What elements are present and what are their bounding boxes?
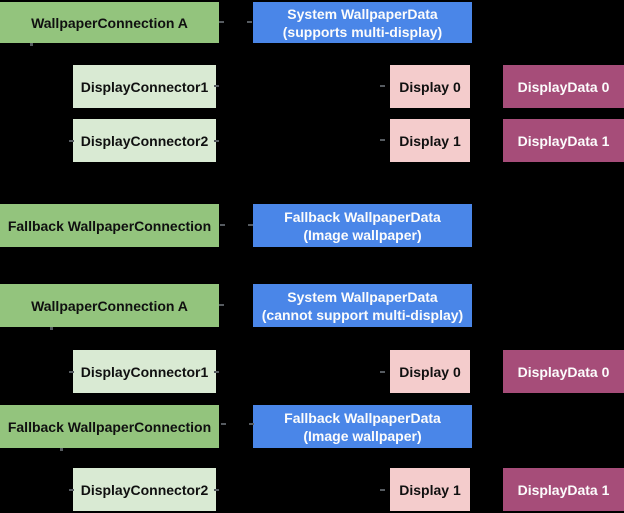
box-label-line2: (cannot support multi-display) [261, 306, 464, 323]
connector-dot [60, 448, 63, 451]
box-label: Display 0 [399, 78, 461, 95]
connector-dash [219, 21, 224, 23]
connector-dash [69, 371, 74, 373]
box-fallback-wallpaperdata-2: Fallback WallpaperData (Image wallpaper) [253, 405, 472, 448]
box-label: WallpaperConnection A [31, 14, 188, 31]
box-label-line2: (Image wallpaper) [303, 427, 422, 444]
connector-dash [214, 140, 219, 142]
box-label: DisplayConnector2 [80, 481, 209, 498]
connector-dash [214, 85, 219, 87]
box-displayconnector1-top: DisplayConnector1 [73, 65, 216, 108]
box-fallback-wallpaperdata-1: Fallback WallpaperData (Image wallpaper) [253, 204, 472, 247]
connector-dash [221, 423, 226, 425]
box-displayconnector1-bottom: DisplayConnector1 [73, 350, 216, 393]
box-label-line1: Fallback WallpaperData [284, 409, 441, 426]
box-display0-top: Display 0 [390, 65, 470, 108]
box-label-line1: System WallpaperData [287, 288, 438, 305]
box-label: Display 0 [399, 363, 461, 380]
box-display0-bottom: Display 0 [390, 350, 470, 393]
box-system-wallpaperdata-multi: System WallpaperData (supports multi-dis… [253, 2, 472, 43]
connector-dash [69, 489, 74, 491]
box-fallback-wallpaperconnection-2: Fallback WallpaperConnection [0, 405, 219, 448]
connector-dash [69, 140, 74, 142]
box-displaydata0-top: DisplayData 0 [503, 65, 624, 108]
box-label: DisplayConnector1 [80, 78, 209, 95]
box-label-line1: Fallback WallpaperData [284, 208, 441, 225]
connector-dash [220, 224, 225, 226]
box-label: Display 1 [399, 132, 461, 149]
connector-dot [50, 327, 53, 330]
box-wallpaperconnection-a-bottom: WallpaperConnection A [0, 284, 219, 327]
connector-dash [214, 489, 219, 491]
box-label-line2: (Image wallpaper) [303, 226, 422, 243]
connector-dash [247, 21, 252, 23]
box-label: DisplayData 0 [517, 78, 610, 95]
box-displayconnector2-top: DisplayConnector2 [73, 119, 216, 162]
box-display1-top: Display 1 [390, 119, 470, 162]
connector-dash [214, 371, 219, 373]
connector-dot [30, 43, 33, 46]
box-fallback-wallpaperconnection-1: Fallback WallpaperConnection [0, 204, 219, 247]
box-label: Display 1 [399, 481, 461, 498]
box-wallpaperconnection-a-top: WallpaperConnection A [0, 2, 219, 43]
box-label-line1: System WallpaperData [287, 5, 438, 22]
box-label: DisplayData 1 [517, 132, 610, 149]
box-label: Fallback WallpaperConnection [7, 418, 212, 435]
connector-dash [380, 139, 385, 141]
box-label: DisplayConnector2 [80, 132, 209, 149]
connector-dash [249, 423, 254, 425]
connector-dash [248, 224, 253, 226]
box-label: DisplayConnector1 [80, 363, 209, 380]
connector-dash [380, 371, 385, 373]
box-system-wallpaperdata-single: System WallpaperData (cannot support mul… [253, 284, 472, 327]
box-label: WallpaperConnection A [31, 297, 188, 314]
box-displaydata1-bottom: DisplayData 1 [503, 468, 624, 511]
box-label: DisplayData 0 [517, 363, 610, 380]
box-displaydata1-top: DisplayData 1 [503, 119, 624, 162]
box-display1-bottom: Display 1 [390, 468, 470, 511]
connector-dash [380, 85, 385, 87]
box-label: DisplayData 1 [517, 481, 610, 498]
box-label: Fallback WallpaperConnection [7, 217, 212, 234]
connector-dash [380, 489, 385, 491]
box-displayconnector2-bottom: DisplayConnector2 [73, 468, 216, 511]
connector-dash [219, 304, 224, 306]
box-label-line2: (supports multi-display) [282, 23, 443, 40]
box-displaydata0-bottom: DisplayData 0 [503, 350, 624, 393]
